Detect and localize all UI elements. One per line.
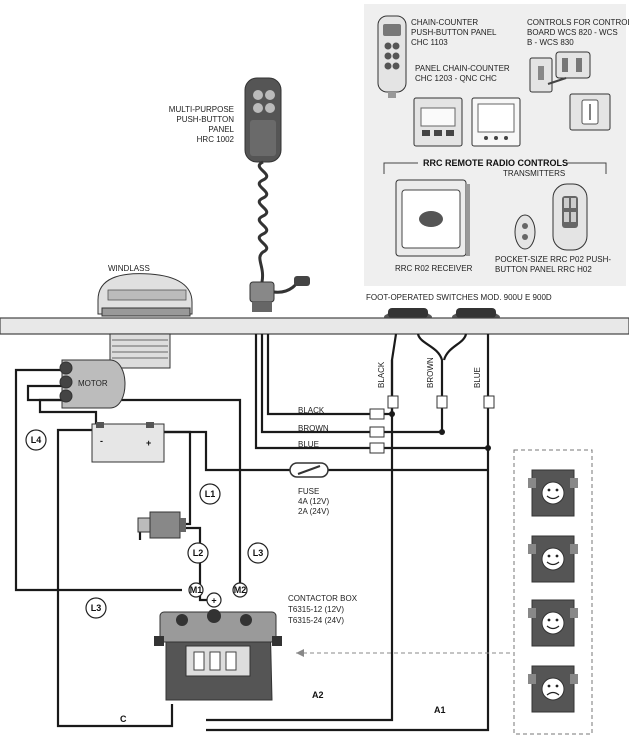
terminal-blocks (369, 395, 495, 454)
indicator-4 (528, 665, 578, 713)
fuse-label-2: 4A (12V) (298, 497, 329, 506)
multi-panel-label-3: PANEL (208, 125, 234, 134)
battery-plus: + (146, 438, 151, 448)
vertical-brown-label: BROWN (426, 357, 435, 388)
multi-panel-label-4: HRC 1002 (197, 135, 235, 144)
battery-minus: - (100, 436, 103, 446)
l3-tag-left: L3 (85, 597, 107, 619)
vertical-black-label: BLACK (377, 361, 386, 388)
controls-board-label-1: CONTROLS FOR CONTROL (527, 18, 629, 27)
contactor-box (154, 609, 282, 701)
transmitters-label: TRANSMITTERS (503, 169, 565, 178)
control-board-switches (529, 51, 611, 131)
controls-board-label-3: B - WCS 830 (527, 38, 574, 47)
fuse-label-1: FUSE (298, 487, 319, 496)
a2-label: A2 (312, 690, 324, 700)
windlass-label: WINDLASS (108, 264, 150, 273)
rrc-receiver (395, 179, 470, 257)
wire-black-label: BLACK (298, 406, 325, 415)
multi-panel-label-2: PUSH-BUTTON (176, 115, 234, 124)
l4-tag: L4 (25, 429, 47, 451)
smile-icon (546, 618, 560, 630)
pocket-label-2: BUTTON PANEL RRC H02 (495, 265, 592, 274)
fuse-label-3: 2A (24V) (298, 507, 329, 516)
l3-label-right: L3 (253, 548, 264, 558)
transmitter-panel (552, 183, 588, 251)
controls-board-label-2: BOARD WCS 820 - WCS (527, 28, 618, 37)
motor (59, 359, 126, 409)
windlass (97, 273, 193, 317)
transmitter-pocket (514, 214, 536, 250)
vertical-blue-label: BLUE (473, 367, 482, 388)
pocket-label-1: POCKET-SIZE RRC P02 PUSH- (495, 255, 611, 264)
l3-tag-right: L3 (247, 542, 269, 564)
deck (0, 317, 629, 335)
panel-chain-counter-label-1: PANEL CHAIN-COUNTER (415, 64, 510, 73)
a1-label: A1 (434, 705, 446, 715)
l2-tag: L2 (187, 542, 209, 564)
chain-counter-label-2: PUSH-BUTTON PANEL (411, 28, 497, 37)
panel-chain-counter-label-2: CHC 1203 - QNC CHC (415, 74, 497, 83)
plus-label: + (211, 596, 216, 606)
c-label: C (120, 714, 127, 724)
chain-counter-remote (377, 15, 407, 98)
multi-purpose-remote (244, 77, 282, 163)
deck-plug (249, 276, 310, 312)
coiled-cable (257, 160, 269, 283)
wire-brown-label: BROWN (298, 424, 329, 433)
windlass-gear (109, 333, 171, 369)
circuit-breaker (137, 511, 186, 539)
m2-label: M2 (234, 585, 247, 595)
chain-counter-label-1: CHAIN-COUNTER (411, 18, 478, 27)
terminal-m2: M2 (232, 582, 248, 598)
multi-panel-label-1: MULTI-PURPOSE (169, 105, 234, 114)
l4-label: L4 (31, 435, 42, 445)
l2-label: L2 (193, 548, 204, 558)
terminal-m1: M1 (188, 582, 204, 598)
l1-label: L1 (205, 489, 216, 499)
smile-icon (546, 554, 560, 566)
contactor-label-2: T6315-12 (12V) (288, 605, 344, 614)
motor-label: MOTOR (78, 379, 108, 388)
chain-counter-display-right (471, 97, 521, 147)
chain-counter-display-left (413, 97, 463, 147)
indicator-1 (528, 469, 578, 517)
wire-blue-label: BLUE (298, 440, 319, 449)
chain-counter-label-3: CHC 1103 (411, 38, 448, 47)
terminal-plus: + (206, 592, 222, 608)
smile-icon (546, 488, 560, 500)
rrc-title: RRC REMOTE RADIO CONTROLS (423, 158, 568, 168)
contactor-label-3: T6315-24 (24V) (288, 616, 344, 625)
l3-label-left: L3 (91, 603, 102, 613)
contactor-label-1: CONTACTOR BOX (288, 594, 358, 603)
receiver-label: RRC R02 RECEIVER (395, 264, 473, 273)
indicator-2 (528, 535, 578, 583)
foot-switches-label: FOOT-OPERATED SWITCHES MOD. 900U E 900D (366, 293, 552, 302)
battery (91, 422, 165, 463)
m1-label: M1 (190, 585, 203, 595)
accessories-panel: CHAIN-COUNTER PUSH-BUTTON PANEL CHC 1103… (364, 4, 629, 286)
indicator-panel (513, 449, 593, 735)
indicator-3 (528, 599, 578, 647)
frown-icon (546, 684, 560, 696)
l1-tag: L1 (199, 483, 221, 505)
fuse (289, 462, 329, 478)
